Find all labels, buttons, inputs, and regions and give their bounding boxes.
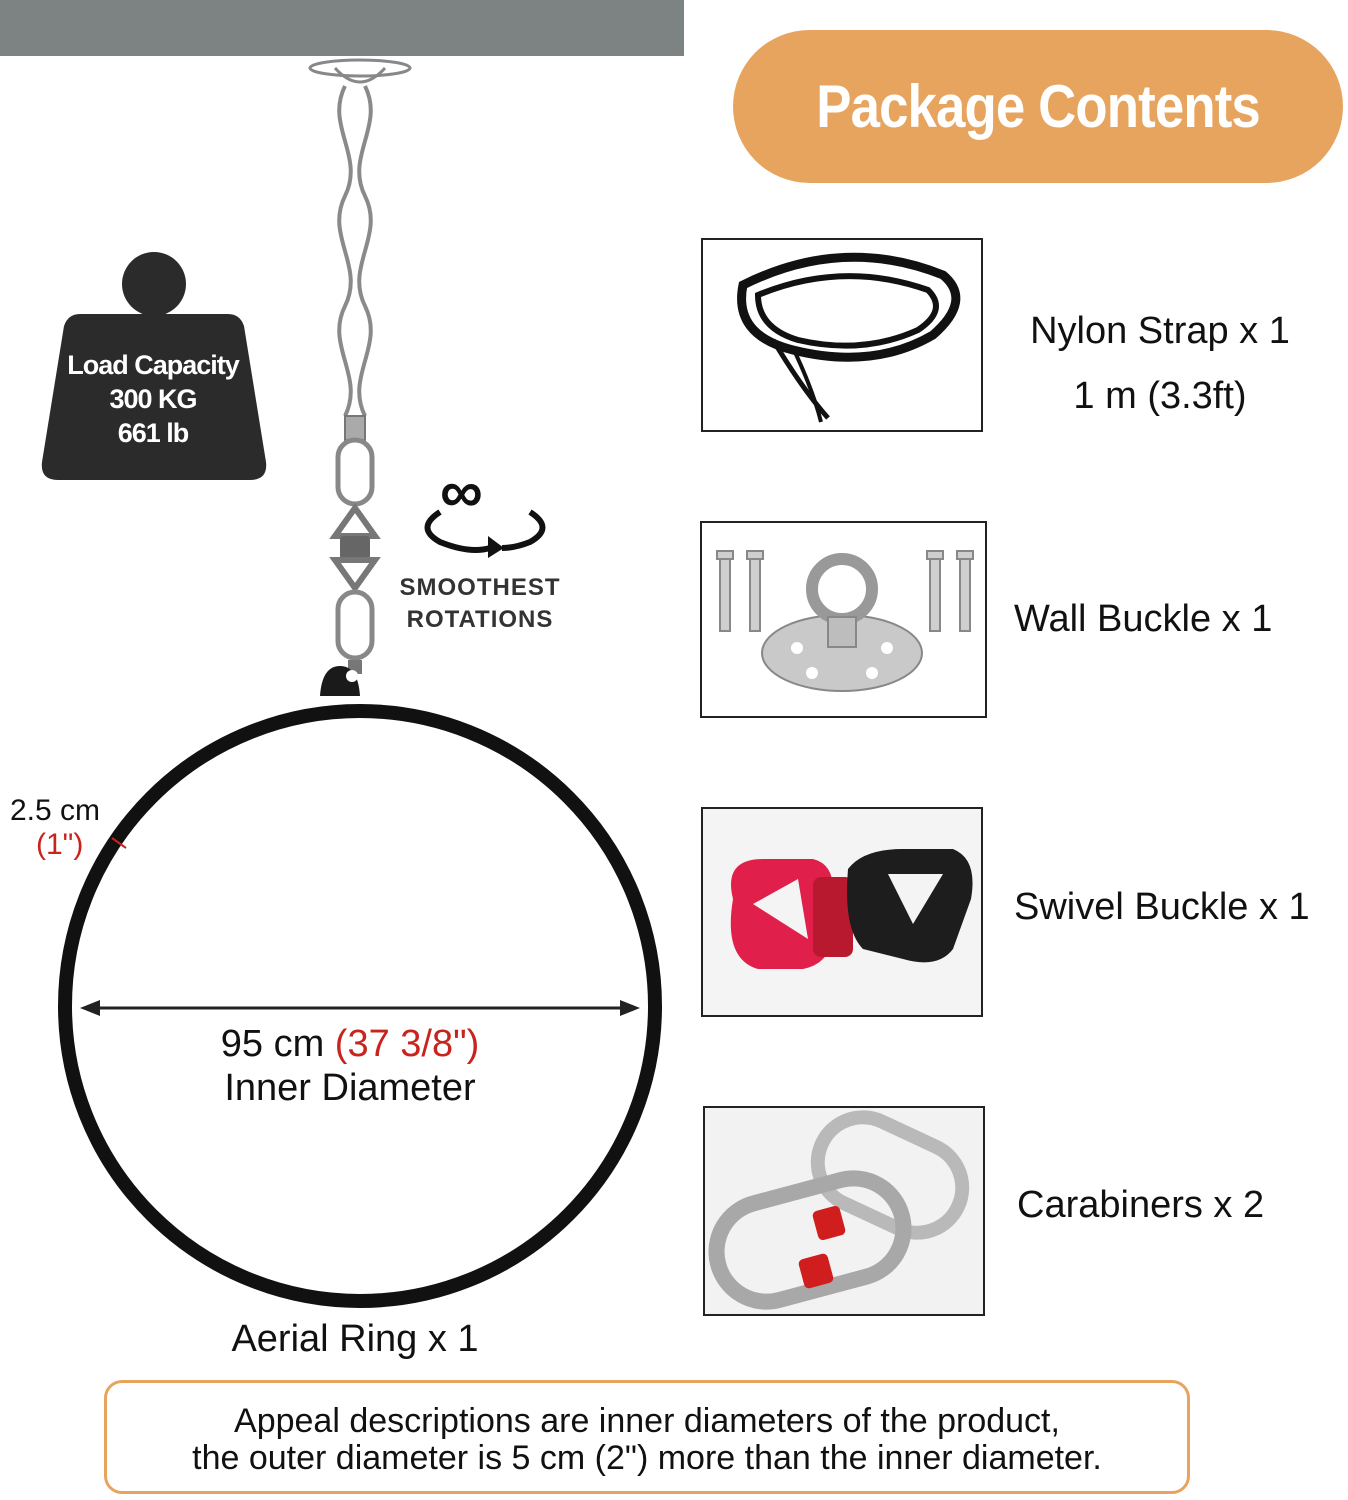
ceiling-bar (0, 0, 684, 56)
wall-buckle-image (700, 521, 987, 718)
swivel-buckle-label: Swivel Buckle x 1 (1014, 886, 1310, 928)
diameter-note-line2: the outer diameter is 5 cm (2") more tha… (192, 1439, 1102, 1477)
carabiner-icon (708, 1110, 970, 1310)
swivel-buckle-image (701, 807, 983, 1017)
package-contents-banner: Package Contents (733, 30, 1343, 183)
wall-buckle-icon (716, 550, 974, 692)
nylon-strap-image (701, 238, 983, 432)
nylon-strap-icon (737, 252, 961, 423)
carabiners-image (703, 1106, 985, 1316)
nylon-strap-text: Nylon Strap x 1 1 m (3.3ft) (1000, 310, 1320, 418)
swivel-buckle-text: Swivel Buckle x 1 (1014, 886, 1310, 929)
aerial-ring-illustration (58, 666, 662, 1308)
rotation-text: SMOOTHEST ROTATIONS (390, 572, 570, 636)
aerial-ring-label-wrap: Aerial Ring x 1 (180, 1318, 530, 1361)
rotation-arrow-icon (424, 509, 546, 558)
ring-thickness-metric: 2.5 cm (10, 794, 101, 827)
carabiners-label: Carabiners x 2 (1017, 1184, 1265, 1226)
ring-diameter-value: 95 cm (37 3/8") (160, 1022, 540, 1066)
wall-buckle-text: Wall Buckle x 1 (1014, 598, 1272, 641)
diameter-note-line1: Appeal descriptions are inner diameters … (234, 1402, 1060, 1440)
ring-diameter-text: 95 cm (37 3/8") Inner Diameter (160, 1022, 540, 1110)
ring-diameter-metric: 95 cm (220, 1023, 325, 1065)
weight-icon (41, 252, 267, 480)
rotation-line1: SMOOTHEST (399, 574, 561, 601)
chain-illustration (308, 58, 412, 674)
banner-title: Package Contents (816, 73, 1261, 140)
nylon-strap-length: 1 m (3.3ft) (1073, 375, 1247, 417)
load-capacity-kg: 300 KG (109, 384, 197, 414)
nylon-strap-label: Nylon Strap x 1 (1030, 310, 1290, 352)
swivel-buckle-icon (730, 849, 973, 969)
aerial-ring-label: Aerial Ring x 1 (231, 1318, 479, 1360)
load-capacity-text: Load Capacity 300 KG 661 lb (40, 348, 266, 450)
ring-thickness-imperial: (1") (36, 828, 84, 861)
load-capacity-label: Load Capacity (67, 350, 240, 380)
rotation-line2: ROTATIONS (406, 606, 554, 633)
ring-diameter-imperial: (37 3/8") (334, 1023, 480, 1065)
infinity-icon: ∞ (440, 458, 483, 525)
wall-buckle-label: Wall Buckle x 1 (1014, 598, 1273, 640)
ring-diameter-label: Inner Diameter (224, 1067, 476, 1109)
load-capacity-lb: 661 lb (117, 418, 190, 448)
diameter-note-box: Appeal descriptions are inner diameters … (104, 1380, 1190, 1494)
carabiners-text: Carabiners x 2 (1017, 1184, 1264, 1227)
